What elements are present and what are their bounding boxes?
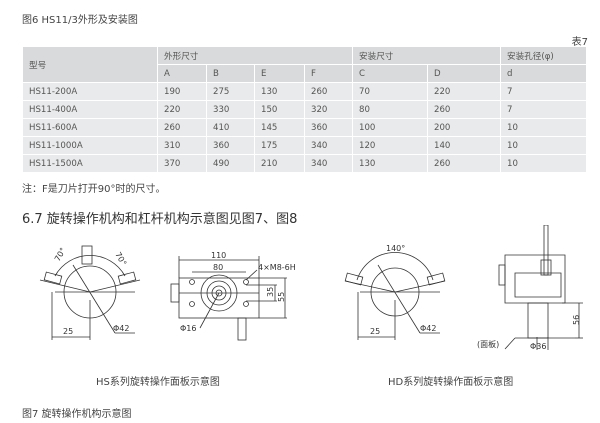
figure-caption-7: 图7 旋转操作机构示意图 bbox=[22, 409, 132, 420]
table-cell: 320 bbox=[305, 101, 352, 118]
table-cell: 310 bbox=[158, 137, 206, 154]
hs-dial-drawing: 70° 70° 25 Φ42 bbox=[39, 245, 141, 340]
dia-36: Φ36 bbox=[530, 342, 546, 350]
table-cell: 130 bbox=[255, 83, 304, 100]
table-cell: 340 bbox=[305, 137, 352, 154]
column-header: E bbox=[255, 65, 304, 82]
table-cell: 260 bbox=[428, 101, 500, 118]
hs-figure-caption: HS系列旋转操作面板示意图 bbox=[96, 377, 220, 388]
table-cell: 140 bbox=[428, 137, 500, 154]
table-cell: 7 bbox=[501, 83, 586, 100]
table-label: 表7 bbox=[571, 37, 588, 48]
table-cell: 190 bbox=[158, 83, 206, 100]
dim-110: 110 bbox=[211, 251, 226, 260]
panel-label: (面板) bbox=[477, 339, 499, 349]
header-hole: 安装孔径(φ) bbox=[501, 47, 586, 64]
thread-label: 4×M8-6H bbox=[258, 263, 296, 272]
table-cell: HS11-1500A bbox=[23, 155, 157, 172]
table-cell: 10 bbox=[501, 155, 586, 172]
dim-25: 25 bbox=[370, 327, 380, 336]
table-cell: 220 bbox=[428, 83, 500, 100]
dia-42: Φ42 bbox=[420, 324, 436, 333]
table-cell: 275 bbox=[207, 83, 254, 100]
table-cell: 340 bbox=[305, 155, 352, 172]
column-header: D bbox=[428, 65, 500, 82]
dim-35: 35 bbox=[266, 287, 275, 297]
table-cell: HS11-400A bbox=[23, 101, 157, 118]
table-cell: 80 bbox=[353, 101, 427, 118]
column-header: A bbox=[158, 65, 206, 82]
table-cell: 260 bbox=[305, 83, 352, 100]
table-cell: 360 bbox=[207, 137, 254, 154]
table-cell: 220 bbox=[158, 101, 206, 118]
column-header: C bbox=[353, 65, 427, 82]
hd-dial-drawing: 140° 25 Φ42 bbox=[344, 244, 446, 340]
table-cell: 175 bbox=[255, 137, 304, 154]
table-note: 注：F是刀片打开90°时的尺寸。 bbox=[22, 184, 166, 195]
table-cell: 120 bbox=[353, 137, 427, 154]
table-cell: HS11-1000A bbox=[23, 137, 157, 154]
hd-figure-caption: HD系列旋转操作面板示意图 bbox=[388, 377, 514, 388]
table-cell: 100 bbox=[353, 119, 427, 136]
table-cell: 10 bbox=[501, 119, 586, 136]
table-cell: 70 bbox=[353, 83, 427, 100]
table-cell: 360 bbox=[305, 119, 352, 136]
table-cell: 210 bbox=[255, 155, 304, 172]
table-cell: HS11-200A bbox=[23, 83, 157, 100]
table-cell: 330 bbox=[207, 101, 254, 118]
column-header: F bbox=[305, 65, 352, 82]
column-header: B bbox=[207, 65, 254, 82]
table-cell: HS11-600A bbox=[23, 119, 157, 136]
table-cell: 7 bbox=[501, 101, 586, 118]
dim-80: 80 bbox=[213, 263, 223, 272]
table-cell: 260 bbox=[158, 119, 206, 136]
table-cell: 10 bbox=[501, 137, 586, 154]
dim-55: 55 bbox=[277, 292, 286, 302]
figure-caption-6: 图6 HS11/3外形及安装图 bbox=[22, 15, 138, 26]
table-cell: 370 bbox=[158, 155, 206, 172]
table-cell: 200 bbox=[428, 119, 500, 136]
dia-16: Φ16 bbox=[180, 324, 196, 333]
header-model: 型号 bbox=[23, 47, 157, 82]
hs-front-drawing: 110 80 4×M8-6H 35 55 Φ16 bbox=[170, 251, 296, 341]
angle-140: 140° bbox=[386, 244, 405, 253]
table-cell: 150 bbox=[255, 101, 304, 118]
table-cell: 490 bbox=[207, 155, 254, 172]
dim-56: 56 bbox=[572, 315, 581, 325]
table-cell: 260 bbox=[428, 155, 500, 172]
angle-left: 70° bbox=[53, 246, 68, 263]
dim-25: 25 bbox=[63, 327, 73, 336]
table-cell: 130 bbox=[353, 155, 427, 172]
header-outer: 外形尺寸 bbox=[158, 47, 352, 64]
header-install: 安装尺寸 bbox=[353, 47, 500, 64]
column-header: d bbox=[501, 65, 586, 82]
section-heading: 6.7 旋转操作机构和杠杆机构示意图见图7、图8 bbox=[22, 212, 298, 227]
table-cell: 410 bbox=[207, 119, 254, 136]
hd-side-drawing: 56 (面板) Φ36 bbox=[477, 225, 583, 350]
dia-42: Φ42 bbox=[113, 324, 129, 333]
table-cell: 145 bbox=[255, 119, 304, 136]
